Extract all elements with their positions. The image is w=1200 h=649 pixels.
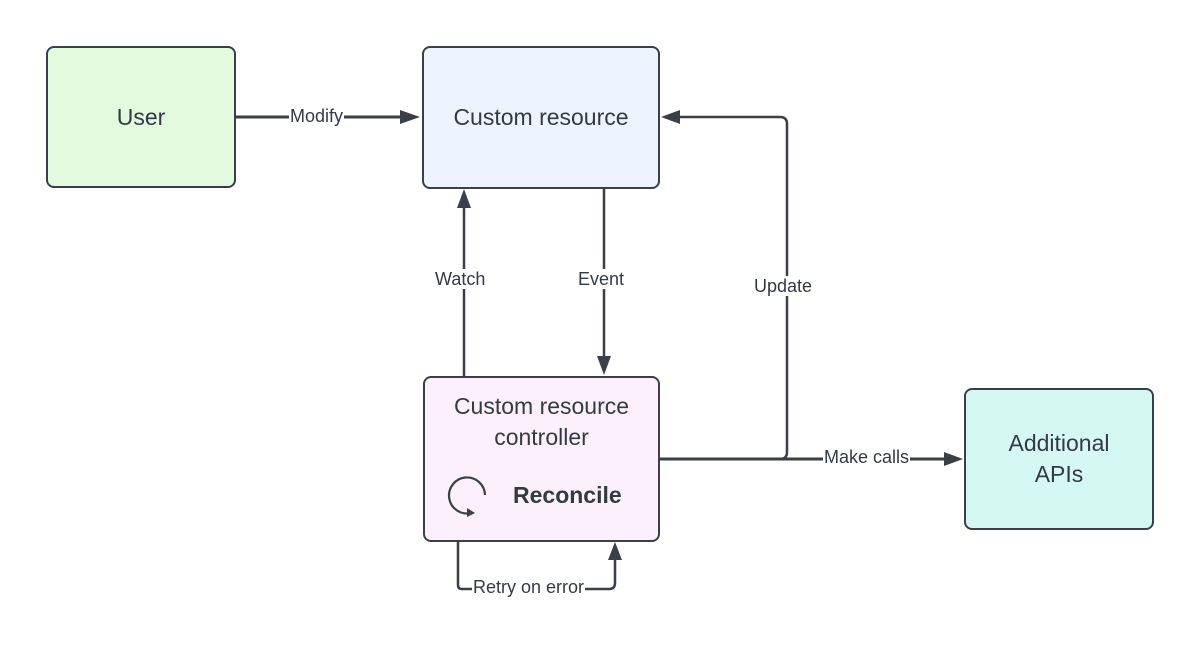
modify-label: Modify: [289, 106, 345, 126]
update-edge: [675, 115, 789, 461]
user-label: User: [116, 103, 166, 130]
controller-node[interactable]: Custom resource controller Reconcile: [423, 376, 660, 542]
reconcile-row: Reconcile: [425, 467, 658, 523]
make-calls-label: Make calls: [823, 447, 911, 467]
controller-title-line1: Custom resource: [453, 393, 630, 419]
controller-title-line2: controller: [494, 424, 589, 450]
additional-apis-line2: APIs: [1034, 461, 1084, 487]
custom-resource-node[interactable]: Custom resource: [422, 46, 660, 189]
event-label: Event: [577, 269, 626, 289]
custom-resource-label: Custom resource: [453, 104, 629, 130]
additional-apis-node[interactable]: Additional APIs: [964, 388, 1154, 530]
retry-label: Retry on error: [472, 577, 586, 597]
reconcile-loop-icon: [447, 476, 487, 517]
reconcile-label: Reconcile: [513, 481, 622, 508]
user-node[interactable]: User: [46, 46, 236, 188]
additional-apis-line1: Additional: [1008, 430, 1110, 456]
update-label: Update: [753, 276, 814, 296]
watch-label: Watch: [434, 269, 487, 289]
